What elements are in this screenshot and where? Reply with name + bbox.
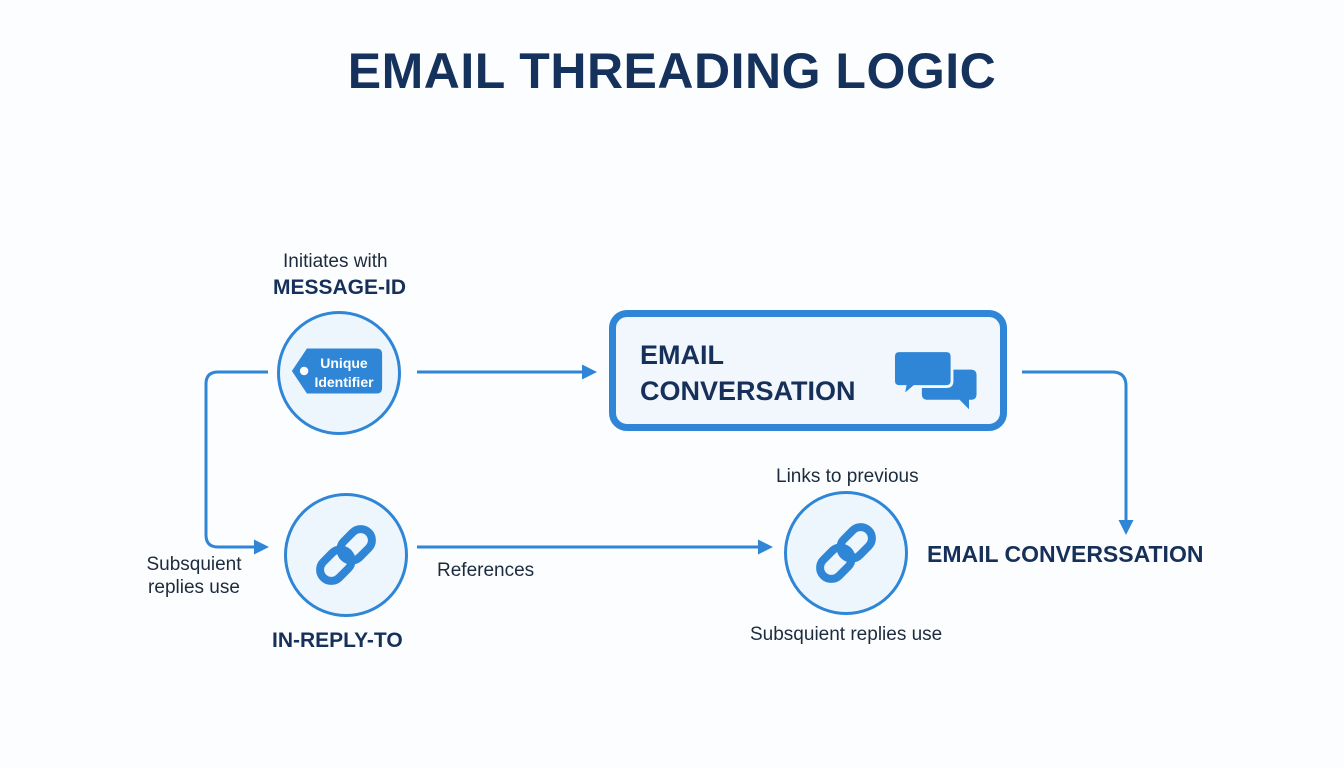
links-node-caption-top: Links to previous <box>776 466 919 487</box>
chain-link-icon <box>316 525 376 585</box>
in-reply-to-caption: Subsquient replies use <box>138 553 250 599</box>
email-conversation-box: EMAIL CONVERSATION <box>609 310 1007 431</box>
tag-text-line2: Identifier <box>314 374 374 390</box>
message-id-caption: Initiates with <box>283 251 388 272</box>
arrow-conversation-to-end <box>1022 370 1134 535</box>
in-reply-to-caption-line1: Subsquient <box>146 554 242 575</box>
chat-bubbles-icon <box>892 349 977 410</box>
references-edge-label: References <box>437 560 535 581</box>
tag-icon <box>291 348 383 394</box>
in-reply-to-label: IN-REPLY-TO <box>272 629 403 652</box>
in-reply-to-caption-line2: replies use <box>148 577 240 598</box>
tag-text: Unique Identifier <box>306 354 382 392</box>
email-conversation-label: EMAIL CONVERSATION <box>640 337 856 409</box>
arrow-loop-to-in-reply-to <box>204 370 269 555</box>
message-id-label: MESSAGE-ID <box>273 276 407 299</box>
tag-text-line1: Unique <box>320 355 368 371</box>
links-node-caption-bottom: Subsquient replies use <box>750 624 943 645</box>
diagram-title: EMAIL THREADING LOGIC <box>347 43 997 99</box>
email-conversation-line1: EMAIL <box>640 340 724 370</box>
email-conversation-line2: CONVERSATION <box>640 376 856 406</box>
chain-link-icon <box>816 523 876 583</box>
email-conversation-end-label: EMAIL CONVERSSATION <box>927 541 1204 567</box>
